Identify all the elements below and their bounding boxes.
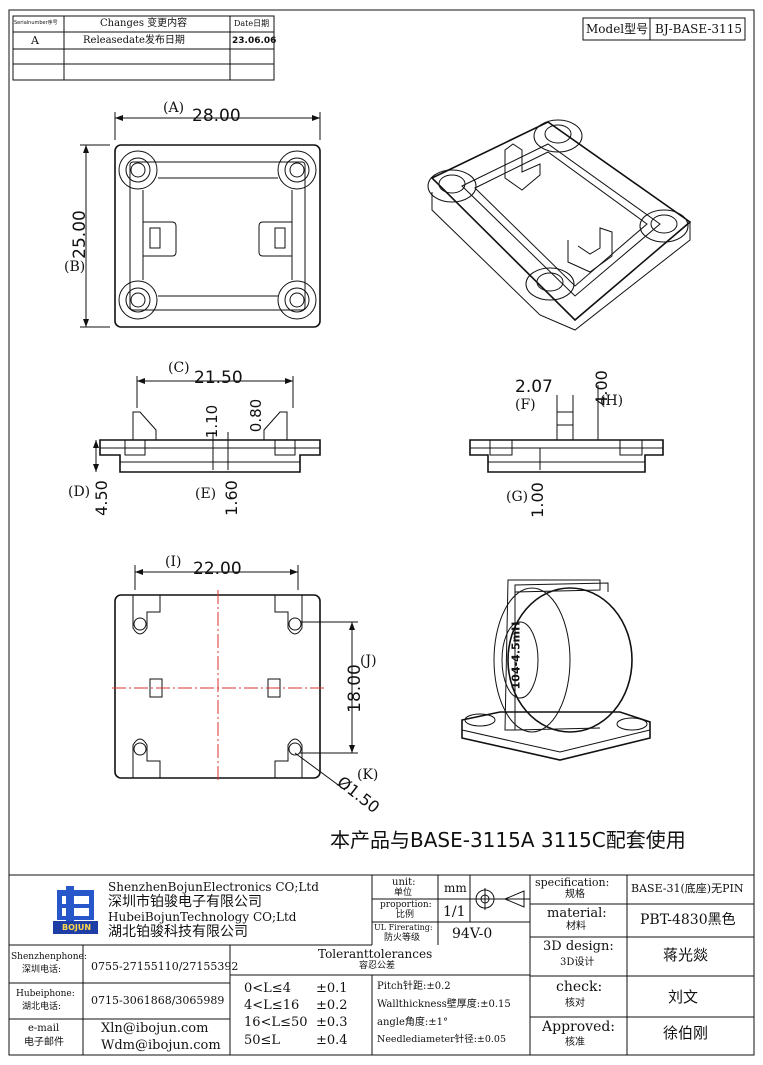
- tolerance-value-1: ±0.1: [316, 981, 348, 996]
- isometric-base-view: [427, 119, 692, 331]
- dim-i-letter: (I): [165, 554, 182, 570]
- dim-e-value: 1.60: [221, 480, 241, 516]
- top-view: [80, 112, 321, 328]
- specification-value: BASE-31(底座)无PIN: [631, 882, 744, 895]
- tolerance-range-3: 16<L≤50: [244, 1015, 308, 1030]
- tolerance-value-2: ±0.2: [316, 998, 348, 1013]
- fire-value: 94V-0: [452, 926, 493, 942]
- dim-c-letter: (C): [168, 360, 190, 376]
- company-line-3: HubeiBojunTechnology CO;Ltd: [108, 910, 297, 924]
- bottom-view: [112, 565, 358, 791]
- dim-f-letter: (F): [515, 397, 536, 413]
- hubei-phone: 0715-3061868/3065989: [91, 994, 225, 1007]
- dim-d-value: 4.50: [91, 480, 111, 516]
- title-block-grid: [8, 874, 755, 1056]
- coil-label: 104-4.5mH: [509, 621, 523, 690]
- material-label-en: material:: [547, 906, 607, 921]
- shenzhen-phone: 0755-27155110/27155392: [91, 960, 239, 973]
- front-view: [93, 376, 321, 473]
- dim-g-value: 1.00: [527, 482, 547, 518]
- specification-label-en: specification:: [535, 876, 610, 889]
- design-label-cn: 3D设计: [560, 957, 595, 968]
- tolerance-range-4: 50≤L: [244, 1033, 281, 1048]
- model-label: Model型号: [586, 22, 649, 36]
- email-label-en: e-mail: [28, 1023, 60, 1034]
- revision-row-serial: A: [31, 34, 39, 47]
- fire-label-cn: 防火等级: [384, 933, 421, 943]
- model-box: [582, 17, 746, 41]
- dim-a-letter: (A): [163, 100, 185, 116]
- company-line-2: 深圳市铂骏电子有限公司: [108, 894, 262, 910]
- dim-k-letter: (K): [357, 767, 379, 783]
- tolerance-value-3: ±0.3: [316, 1015, 348, 1030]
- material-label-cn: 材料: [566, 921, 586, 932]
- check-value: 刘文: [668, 988, 699, 1006]
- tolerance-note-angle: angle角度:±1°: [377, 1017, 449, 1028]
- email-label-cn: 电子邮件: [24, 1037, 64, 1048]
- specification-label-cn: 规格: [565, 889, 585, 900]
- tolerance-note-needle: Needlediameter针径:±0.05: [377, 1034, 507, 1045]
- dim-i-value: 22.00: [193, 559, 242, 579]
- dim-b-value: 25.00: [69, 210, 90, 259]
- revision-row-changes: Releasedate发布日期: [83, 35, 185, 46]
- proportion-label-en: proportion:: [380, 900, 432, 910]
- revision-date-header: Date日期: [234, 19, 270, 28]
- tolerance-value-4: ±0.4: [316, 1033, 348, 1048]
- tolerance-note-wall: Wallthickness壁厚度:±0.15: [377, 999, 511, 1010]
- check-label-cn: 核对: [565, 998, 585, 1009]
- revision-serial-header: Serialnumber序号: [14, 20, 58, 26]
- dim-h-letter: (H): [600, 393, 624, 409]
- tolerance-title-en: Toleranttolerances: [318, 947, 433, 961]
- dim-c-value: 21.50: [194, 368, 243, 388]
- fire-label-en: UL Firerating:: [374, 923, 433, 932]
- hubei-phone-label-en: Hubeiphone:: [16, 989, 75, 999]
- material-value: PBT-4830黑色: [640, 912, 736, 928]
- proportion-label-cn: 比例: [396, 910, 415, 920]
- bojun-logo-icon: [53, 886, 98, 934]
- approved-value: 徐伯刚: [663, 1024, 709, 1042]
- revision-table-grid: [12, 15, 275, 81]
- email-2: Wdm@ibojun.com: [101, 1038, 221, 1053]
- dim-f-value: 2.07: [515, 377, 553, 397]
- design-label-en: 3D design:: [543, 939, 614, 954]
- email-1: Xln@ibojun.com: [101, 1021, 209, 1036]
- tolerance-title-cn: 容忍公差: [359, 961, 396, 971]
- revision-changes-header: Changes 变更内容: [100, 18, 188, 29]
- dim-d-letter: (D): [68, 484, 91, 500]
- dim-1-10: 1.10: [203, 404, 222, 439]
- company-line-4: 湖北铂骏科技有限公司: [108, 924, 248, 940]
- unit-label-cn: 单位: [394, 888, 413, 898]
- isometric-coil-view: [461, 579, 651, 761]
- tolerance-range-2: 4<L≤16: [244, 998, 300, 1013]
- model-value: BJ-BASE-3115: [655, 22, 742, 36]
- dim-0-80: 0.80: [247, 398, 266, 433]
- approved-label-en: Approved:: [542, 1019, 616, 1035]
- tolerance-range-1: 0<L≤4: [244, 981, 291, 996]
- proportion-value: 1/1: [443, 904, 466, 920]
- dim-j-letter: (J): [360, 653, 377, 669]
- dim-g-letter: (G): [506, 489, 529, 505]
- dim-b-letter: (B): [64, 259, 86, 275]
- design-value: 蒋光燚: [663, 946, 709, 964]
- usage-note: 本产品与BASE-3115A 3115C配套使用: [330, 828, 686, 852]
- unit-value: mm: [444, 881, 467, 895]
- dim-e-letter: (E): [195, 486, 217, 502]
- dim-a-value: 28.00: [192, 106, 241, 126]
- check-label-en: check:: [556, 979, 603, 995]
- company-line-1: ShenzhenBojunElectronics CO;Ltd: [108, 880, 319, 894]
- dim-j-value: 18.00: [344, 664, 365, 713]
- revision-row-date: 23.06.06: [232, 36, 277, 46]
- shenzhen-phone-label-en: Shenzhenphone:: [11, 952, 87, 962]
- side-view: [469, 385, 664, 473]
- unit-label-en: unit:: [392, 877, 416, 888]
- shenzhen-phone-label-cn: 深圳电话:: [22, 965, 62, 975]
- logo-text: BOJUN: [62, 923, 92, 932]
- approved-label-cn: 核准: [565, 1037, 585, 1048]
- hubei-phone-label-cn: 湖北电话:: [22, 1002, 62, 1012]
- tolerance-note-pitch: Pitch针距:±0.2: [377, 981, 451, 992]
